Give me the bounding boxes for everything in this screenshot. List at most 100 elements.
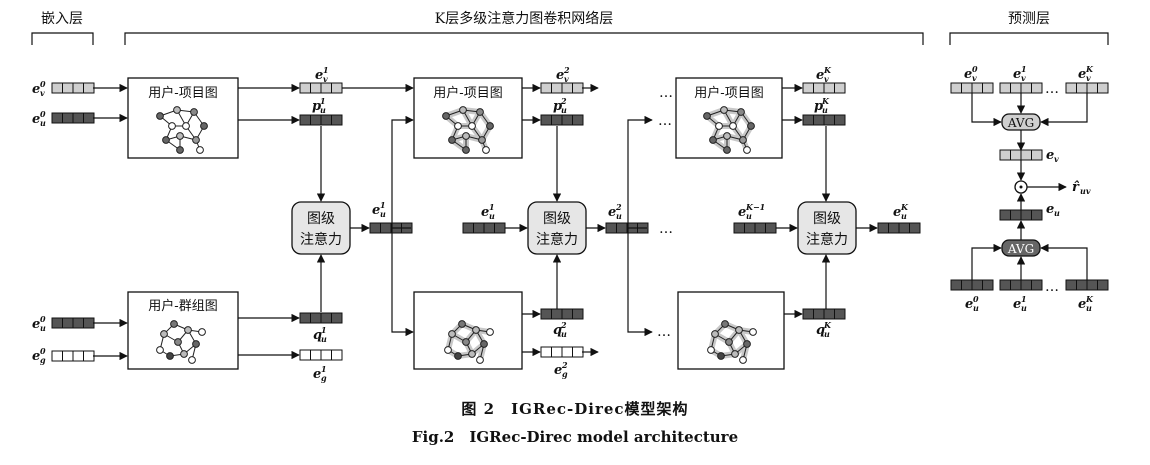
vector-cell bbox=[331, 82, 343, 94]
label-index: 0 bbox=[40, 79, 46, 89]
label-subscript: uv bbox=[1080, 186, 1091, 196]
vec-puK bbox=[802, 114, 846, 126]
label-index: 1 bbox=[489, 202, 495, 212]
label-index: 0 bbox=[973, 294, 979, 304]
attention-1-line2: 注意力 bbox=[300, 231, 342, 248]
vec-qu1 bbox=[299, 312, 343, 324]
graph-node bbox=[192, 340, 200, 348]
label-subscript: u bbox=[901, 211, 907, 221]
graph-node bbox=[480, 340, 488, 348]
vector-cell bbox=[83, 317, 95, 329]
vector-cell bbox=[310, 82, 322, 94]
label-base: e bbox=[32, 112, 40, 127]
graph-node bbox=[200, 122, 208, 130]
label-index: 2 bbox=[560, 320, 567, 330]
graph-node bbox=[739, 136, 747, 144]
vector-cell bbox=[1010, 209, 1022, 221]
vec-pred-euK bbox=[1065, 279, 1109, 291]
vector-cell bbox=[561, 82, 573, 94]
caption-english: Fig.2 IGRec-Direc model architecture bbox=[411, 428, 739, 446]
vector-cell bbox=[834, 308, 846, 320]
vector-cell bbox=[473, 222, 485, 234]
user-item-graph-title-1: 用户-项目图 bbox=[148, 85, 217, 101]
graph-node bbox=[478, 136, 486, 144]
graph-node bbox=[162, 136, 170, 144]
vec-eg0 bbox=[51, 350, 95, 362]
ellipsis-pred-top: … bbox=[1045, 81, 1059, 97]
vec-pred-ev bbox=[999, 149, 1043, 161]
label-subscript: u bbox=[822, 105, 828, 115]
vector-cell bbox=[765, 222, 777, 234]
vector-cell bbox=[310, 114, 322, 126]
label-base: e bbox=[556, 68, 564, 83]
user-item-graph-title-2: 用户-项目图 bbox=[433, 85, 502, 101]
vector-cell bbox=[83, 112, 95, 124]
label-base: e bbox=[313, 367, 321, 382]
label-base: e bbox=[893, 205, 901, 220]
user-item-graph-2 bbox=[442, 106, 494, 154]
vector-cell bbox=[320, 312, 332, 324]
vector-cell bbox=[1010, 279, 1022, 291]
vector-cell bbox=[834, 82, 846, 94]
graph-node bbox=[486, 122, 494, 130]
vector-cell bbox=[813, 308, 825, 320]
label-base: q bbox=[313, 328, 322, 343]
graph-node bbox=[476, 356, 484, 364]
label-index: 1 bbox=[1021, 64, 1027, 74]
vector-cell bbox=[83, 350, 95, 362]
user-item-graph-box-1 bbox=[127, 77, 239, 159]
vector-cell bbox=[51, 82, 63, 94]
vector-cell bbox=[369, 222, 381, 234]
graph-node bbox=[458, 320, 466, 328]
vector-cell bbox=[299, 114, 311, 126]
vector-cell bbox=[1097, 82, 1109, 94]
graph-node bbox=[468, 122, 476, 130]
vector-cell bbox=[877, 222, 889, 234]
label-subscript: u bbox=[561, 329, 567, 339]
label-base: e bbox=[32, 82, 40, 97]
label-index: 0 bbox=[40, 314, 46, 324]
user-group-graph-1 bbox=[156, 320, 206, 364]
ellipsis-top: … bbox=[659, 85, 673, 101]
label-subscript: v bbox=[1086, 73, 1091, 83]
user-item-graph-k bbox=[703, 106, 755, 154]
label-index: K bbox=[900, 202, 909, 212]
vector-cell bbox=[1010, 82, 1022, 94]
graph-node bbox=[198, 328, 206, 336]
vector-cell bbox=[1076, 279, 1088, 291]
label-index: K bbox=[823, 65, 832, 75]
label-index: 0 bbox=[40, 346, 46, 356]
vector-cell bbox=[62, 112, 74, 124]
label-index: 0 bbox=[972, 64, 978, 74]
vector-cell bbox=[51, 112, 63, 124]
vec-eg1 bbox=[299, 349, 343, 361]
label-base: p bbox=[553, 99, 562, 114]
label-base: e bbox=[554, 363, 562, 378]
vec-ev0 bbox=[51, 82, 95, 94]
label-base: e bbox=[1013, 297, 1021, 312]
vector-cell bbox=[971, 279, 983, 291]
vector-cell bbox=[744, 222, 756, 234]
label-index: 2 bbox=[563, 65, 570, 75]
label-index: K−1 bbox=[745, 202, 765, 212]
label-subscript: v bbox=[1021, 73, 1026, 83]
label-base: e bbox=[481, 205, 489, 220]
attention-2-line1: 图级 bbox=[543, 211, 571, 227]
label-base: e bbox=[1078, 297, 1086, 312]
graph-node bbox=[156, 112, 164, 120]
label-base: r̂ bbox=[1072, 180, 1080, 195]
label-base: e bbox=[1013, 67, 1021, 82]
label-subscript: v bbox=[824, 74, 829, 84]
vector-cell bbox=[551, 308, 563, 320]
vec-euK-1 bbox=[733, 222, 777, 234]
graph-node bbox=[468, 350, 476, 358]
graph-node bbox=[720, 106, 728, 114]
graph-node bbox=[486, 328, 494, 336]
